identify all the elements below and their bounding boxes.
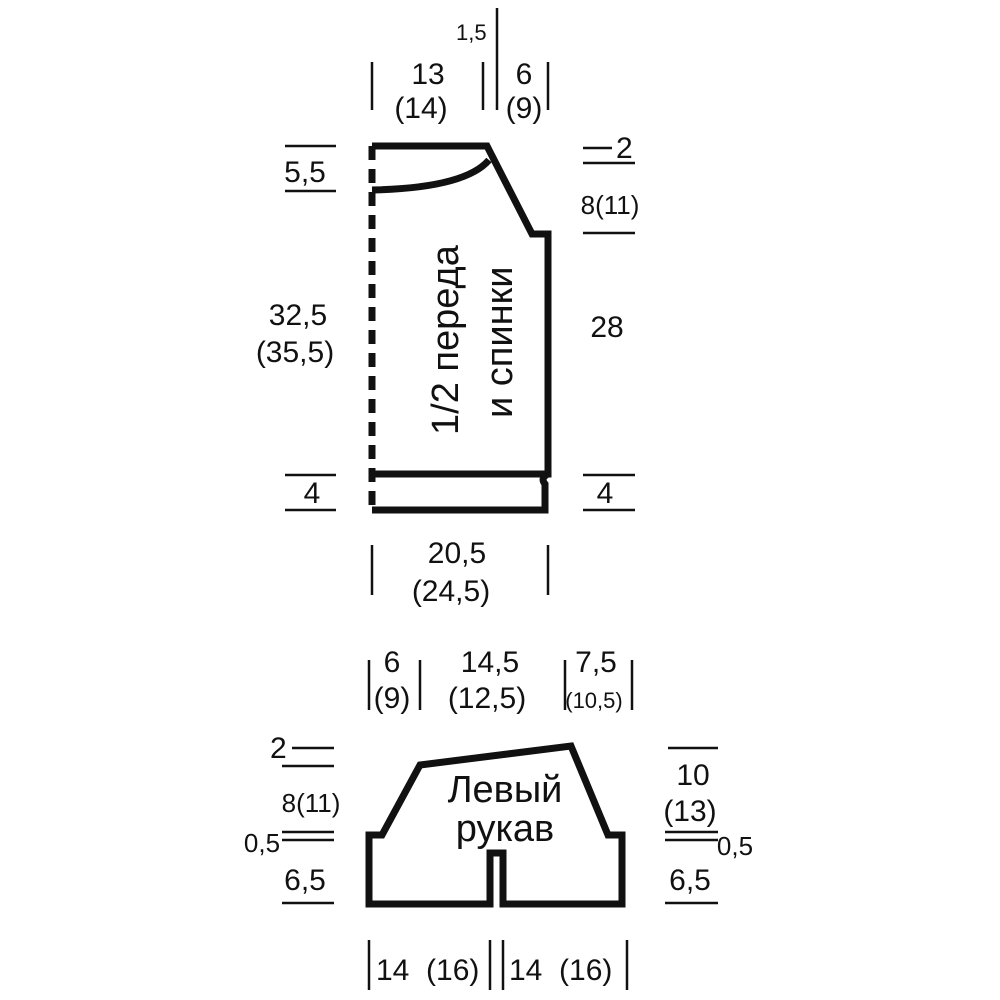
body-top-left-a: 13 [411, 58, 444, 91]
sleeve-right-cap-a: 10 [676, 759, 709, 792]
body-bottom-b: (24,5) [412, 575, 490, 608]
body-right-armhole: 8(11) [581, 190, 640, 220]
body-right-top: 2 [616, 132, 633, 165]
sleeve-label-line1: Левый [448, 769, 563, 811]
body-label-line1: 1/2 переда [425, 244, 467, 435]
body-left-neck: 5,5 [284, 156, 326, 189]
body-label-line2: и спинки [479, 267, 521, 418]
sleeve-top-mid-a: 14,5 [461, 646, 519, 679]
body-right-bottom: 4 [597, 477, 614, 510]
body-bottom-a: 20,5 [428, 537, 486, 570]
sleeve-left-step: 0,5 [244, 828, 280, 858]
body-left-main-a: 32,5 [269, 299, 327, 332]
sleeve-left-top: 2 [270, 732, 287, 765]
body-left-main-b: (35,5) [256, 336, 334, 369]
body-right-main: 28 [590, 311, 623, 344]
body-piece: 1/2 переда и спинки 1,5 13 (14) 6 (9) 5,… [256, 8, 640, 608]
sleeve-outline [365, 742, 626, 908]
sleeve-top-left-a: 6 [384, 646, 401, 679]
body-outline [372, 142, 552, 514]
sleeve-label-line2: рукав [456, 808, 555, 850]
sleeve-left-cap: 8(11) [282, 788, 341, 818]
sleeve-right-bottom: 6,5 [669, 864, 711, 897]
body-top-right-a: 6 [516, 58, 533, 91]
sleeve-left-bottom: 6,5 [284, 864, 326, 897]
sleeve-bottom-left: 14 (16) [376, 954, 479, 987]
sleeve-top-mid-b: (12,5) [448, 682, 526, 715]
body-left-bottom: 4 [304, 477, 321, 510]
body-top-left-b: (14) [394, 92, 447, 125]
sleeve-piece: Левый рукав 6 (9) 14,5 (12,5) 7,5 (10,5)… [244, 646, 753, 990]
sleeve-bottom-right: 14 (16) [509, 954, 612, 987]
body-neckline [371, 157, 492, 194]
sleeve-top-right-a: 7,5 [575, 646, 617, 679]
body-top-neck: 1,5 [456, 20, 487, 45]
sleeve-top-left-b: (9) [374, 682, 411, 715]
sleeve-right-step: 0,5 [717, 831, 753, 861]
sleeve-top-right-b: (10,5) [565, 688, 622, 713]
body-top-right-b: (9) [506, 92, 543, 125]
sleeve-right-cap-b: (13) [663, 795, 716, 828]
